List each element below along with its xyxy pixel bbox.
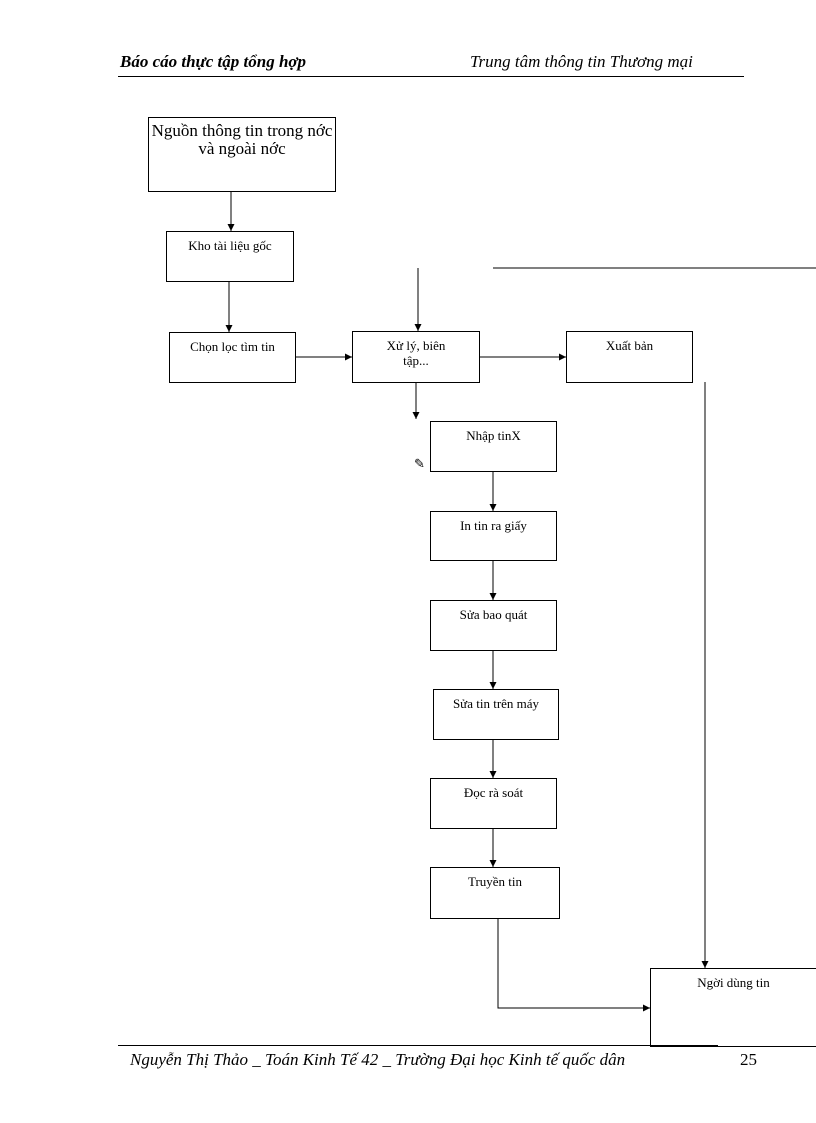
pen-icon: ✎ — [414, 456, 425, 471]
node-print: In tin ra giấy — [430, 511, 557, 561]
node-source: Nguồn thông tin trong nớc và ngoài nớc — [148, 117, 336, 192]
node-edit: Xử lý, biên tập... — [352, 331, 480, 383]
footer-author: Nguyễn Thị Thảo _ Toán Kinh Tế 42 _ Trườ… — [130, 1050, 626, 1069]
node-fix: Sửa tin trên máy — [433, 689, 559, 740]
header-rule — [118, 76, 744, 77]
header-center-title: Trung tâm thông tin Thương mại — [470, 52, 693, 71]
node-select: Chọn lọc tìm tin — [169, 332, 296, 383]
arrow-transmit-to-user — [497, 919, 650, 1012]
node-input: Nhập tinX — [430, 421, 557, 472]
node-publish: Xuất bản — [566, 331, 693, 383]
header-report-title: Báo cáo thực tập tổng hợp — [120, 52, 307, 71]
footer-rule — [118, 1045, 718, 1046]
node-archive: Kho tài liệu gốc — [166, 231, 294, 282]
node-user: Ngời dùng tin — [650, 968, 816, 1047]
node-proof: Đọc rà soát — [430, 778, 557, 829]
page-number: 25 — [740, 1050, 757, 1069]
node-review: Sửa bao quát — [430, 600, 557, 651]
node-transmit: Truyền tin — [430, 867, 560, 919]
